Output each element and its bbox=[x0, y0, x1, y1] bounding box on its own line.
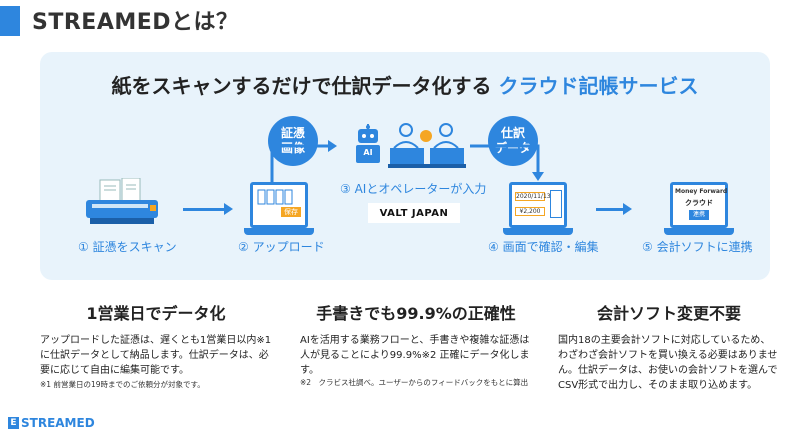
journal-data-badge: 仕訳 データ bbox=[488, 116, 538, 166]
step-5-label: ⑤ 会計ソフトに連携 bbox=[642, 240, 753, 254]
edit-date-field: 2020/11/13 bbox=[515, 192, 551, 201]
connector-arrow-left bbox=[270, 140, 337, 185]
save-button[interactable]: 保存 bbox=[281, 207, 301, 217]
ai-chip: AI bbox=[363, 148, 373, 157]
money-forward-cloud: クラウド bbox=[685, 199, 713, 207]
feature-2-note: ※2 クラビス社調べ。ユーザーからのフィードバックをもとに算出 bbox=[300, 378, 529, 387]
connector-arrow-right bbox=[470, 144, 544, 181]
step-4-label: ④ 画面で確認・編集 bbox=[488, 240, 599, 254]
step-1-label: ① 証憑をスキャン bbox=[78, 240, 177, 254]
edit-amount-field: ¥2,200 bbox=[515, 207, 545, 216]
headline: 紙をスキャンするだけで仕訳データ化する クラウド記帳サービス bbox=[40, 70, 770, 99]
step-2-label: ② アップロード bbox=[238, 240, 325, 254]
valt-japan-logo: VALT JAPAN bbox=[368, 203, 460, 223]
page-title: STREAMEDとは？ bbox=[32, 10, 239, 35]
streamed-logo: E STREAMED bbox=[8, 416, 95, 430]
feature-1-title: 1営業日でデータ化 bbox=[86, 304, 226, 323]
feature-2-title: 手書きでも99.9%の正確性 bbox=[316, 304, 516, 323]
flow-arrow-4 bbox=[596, 203, 632, 215]
flow-arrow-1 bbox=[183, 203, 233, 215]
streamed-logo-text: STREAMED bbox=[21, 416, 95, 430]
headline-main: 紙をスキャンするだけで仕訳データ化する bbox=[111, 74, 492, 98]
operators-icon bbox=[388, 123, 466, 168]
streamed-logo-icon: E bbox=[8, 417, 19, 429]
feature-2-body: AIを活用する業務フローと、手書きや複雑な証憑は人が見ることにより99.9%※2… bbox=[300, 335, 530, 376]
edit-laptop-icon: 2020/11/13 ¥2,200 bbox=[503, 182, 573, 236]
step-3-label: ③ AIとオペレーターが入力 bbox=[340, 182, 487, 196]
scanner-icon bbox=[86, 178, 158, 224]
feature-1-body: アップロードした証憑は、遅くとも1営業日以内※1に仕訳データとして納品します。仕… bbox=[40, 335, 272, 376]
link-button[interactable]: 連携 bbox=[689, 210, 709, 220]
feature-3-title: 会計ソフト変更不要 bbox=[596, 304, 741, 323]
upload-laptop-icon: 保存 bbox=[244, 182, 314, 236]
headline-accent: クラウド記帳サービス bbox=[498, 74, 699, 98]
ai-robot-icon bbox=[356, 124, 380, 163]
feature-3-body: 国内18の主要会計ソフトに対応しているため、わざわざ会計ソフトを買い換える必要は… bbox=[558, 335, 778, 391]
feature-1-note: ※1 前営業日の19時までのご依頼分が対象です。 bbox=[40, 380, 205, 389]
process-panel: 紙をスキャンするだけで仕訳データ化する クラウド記帳サービス bbox=[40, 52, 770, 280]
title-accent-bar bbox=[0, 6, 20, 36]
money-forward-brand: Money Forward bbox=[675, 188, 728, 195]
accounting-laptop-icon: Money Forward クラウド 連携 bbox=[664, 182, 734, 236]
